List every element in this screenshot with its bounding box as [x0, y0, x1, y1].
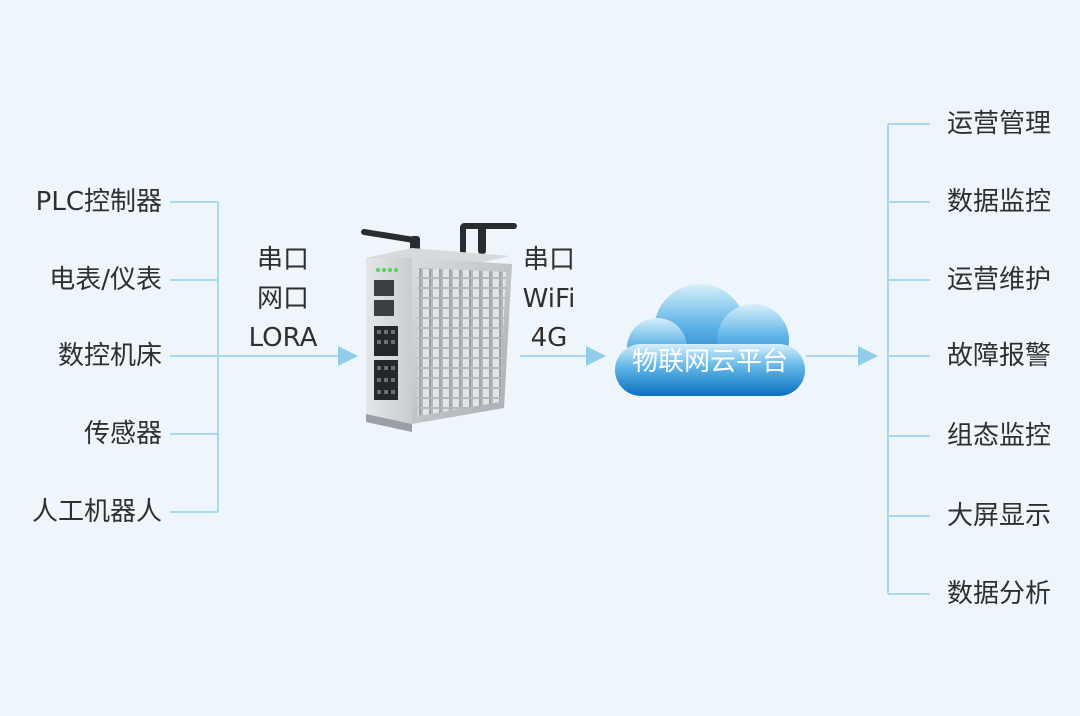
protocol-left-lora: LORA [248, 323, 318, 353]
protocol-right-wifi: WiFi [522, 284, 576, 314]
output-label-operations-management: 运营管理 [947, 109, 1052, 139]
protocol-left-serial: 串口 [256, 245, 309, 275]
output-label-fault-alarm: 故障报警 [947, 341, 1052, 371]
input-label-robot: 人工机器人 [31, 497, 162, 527]
iot-gateway-device-icon [361, 223, 517, 432]
output-label-data-analysis: 数据分析 [947, 579, 1052, 609]
output-label-big-screen-display: 大屏显示 [947, 501, 1052, 531]
input-label-cnc-machine: 数控机床 [57, 341, 162, 371]
cloud-icon [615, 284, 805, 396]
output-label-operations-maintenance: 运营维护 [947, 265, 1052, 295]
right-bracket [887, 123, 930, 595]
input-label-meter: 电表/仪表 [49, 265, 162, 295]
output-label-scada-monitoring: 组态监控 [947, 421, 1052, 451]
input-label-sensor: 传感器 [83, 419, 162, 449]
protocol-right-4g: 4G [530, 323, 568, 353]
cloud-platform-label: 物联网云平台 [631, 347, 788, 377]
protocol-right-serial: 串口 [522, 245, 575, 275]
protocol-left-ethernet: 网口 [256, 284, 309, 314]
input-label-plc-controller: PLC控制器 [35, 187, 162, 217]
output-label-data-monitoring: 数据监控 [947, 187, 1052, 217]
